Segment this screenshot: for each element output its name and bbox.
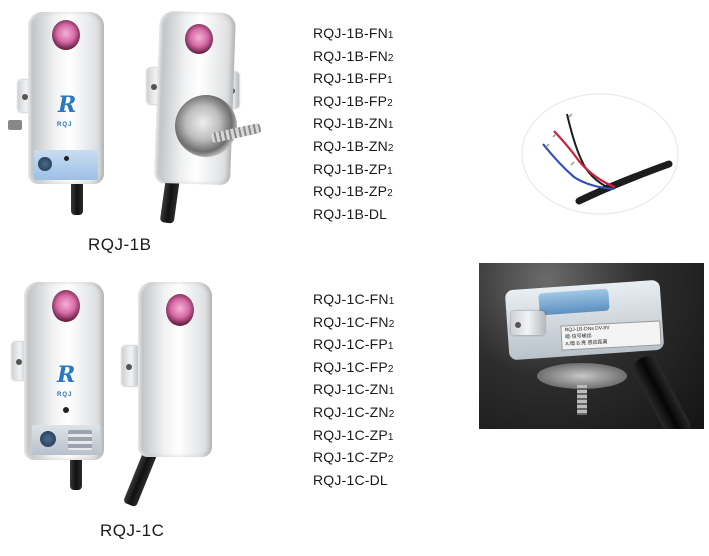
adjust-dial [40,431,56,447]
model-item: RQJ-1C-DL [313,469,394,492]
model-item: RQJ-1C-ZN2 [313,401,394,424]
adjust-dial [38,157,52,171]
model-item: RQJ-1B-ZN2 [313,135,394,158]
wire-harness-illustration [521,93,679,215]
mounting-bracket [511,311,545,335]
model-code: RQJ-1C-ZP [313,449,388,466]
model-code: RQJ-1C-FP [313,358,388,375]
model-code: RQJ-1C-FP [313,336,388,353]
wire-harness-photo [519,89,681,219]
logo-text: RQJ [57,392,73,398]
model-variant-number: 1 [387,120,394,132]
model-code: RQJ-1B-FN [313,47,388,64]
model-variant-number: 2 [388,408,395,420]
model-variant-number: 2 [387,454,394,466]
model-code: RQJ-1B-DL [313,205,388,222]
model-code: RQJ-1C-DL [313,471,388,488]
sensor-eye [166,294,194,326]
threaded-stud [577,385,587,415]
mounting-bracket [122,346,140,386]
model-variant-number: 2 [387,142,394,154]
model-item: RQJ-1C-ZP2 [313,446,394,469]
model-code: RQJ-1B-ZN [313,137,388,154]
model-variant-number: 2 [388,318,395,330]
model-item: RQJ-1B-FN2 [313,45,394,68]
model-variant-number: 2 [387,97,393,109]
model-item: RQJ-1C-FP1 [313,333,394,356]
indicator-led [63,407,69,413]
model-item: RQJ-1B-DL [313,203,394,226]
product-photo-rqj-1c-front: R RQJ [8,280,118,490]
model-variant-number: 1 [387,75,393,87]
model-code: RQJ-1C-ZN [313,381,389,398]
model-variant-number: 1 [388,386,395,398]
spec-label: RQJ-1B-DNs DV-8V 暗·信号输出 A:暗 B:亮 感应距离 [560,320,662,351]
logo-mark: R [58,92,77,118]
model-code: RQJ-1B-FN [313,25,388,41]
sensor-eye [185,24,213,54]
model-variant-number: 2 [387,363,394,375]
mounting-disk [175,95,237,157]
rear-bolt [8,120,22,130]
model-item: RQJ-1C-ZN1 [313,378,394,401]
model-item: RQJ-1C-FN1 [313,288,394,311]
logo-mark: R [57,362,76,388]
model-variant-number: 1 [387,165,393,177]
model-variant-number: 1 [387,30,394,41]
product-photo-rqj-1b-side [145,10,270,224]
model-variant-number: 1 [388,296,395,307]
sensor-eye [52,290,80,322]
product-photo-rqj-1b-front: R RQJ [8,10,118,215]
terminal-block [68,430,92,450]
model-code: RQJ-1C-FN [313,313,389,330]
model-item: RQJ-1B-ZP2 [313,180,394,203]
model-code: RQJ-1B-FP [313,70,388,87]
model-code: RQJ-1B-FP [313,92,388,109]
logo-text: RQJ [57,122,73,128]
model-variant-number: 2 [387,188,393,200]
model-item: RQJ-1C-FP2 [313,356,394,379]
model-item: RQJ-1B-ZP1 [313,158,394,181]
model-code: RQJ-1C-FN [313,291,389,307]
cable [70,450,82,490]
model-variant-number: 1 [387,341,394,353]
sensor-eye [52,20,80,50]
model-code: RQJ-1B-ZP [313,160,388,177]
model-code: RQJ-1C-ZP [313,426,388,443]
model-item: RQJ-1C-ZP1 [313,424,394,447]
caption-rqj-1c: RQJ-1C [100,521,165,540]
model-variant-number: 2 [387,52,394,64]
model-item: RQJ-1C-FN2 [313,311,394,334]
model-item: RQJ-1B-FN1 [313,22,394,45]
installed-sensor-photo: RQJ-1B-DNs DV-8V 暗·信号输出 A:暗 B:亮 感应距离 [479,263,704,429]
product-photo-rqj-1c-side [120,280,230,510]
indicator-led [64,156,69,161]
model-item: RQJ-1B-FP2 [313,90,394,113]
model-variant-number: 1 [387,431,394,443]
model-code: RQJ-1B-ZN [313,115,388,132]
model-item: RQJ-1B-FP1 [313,67,394,90]
cable [629,352,695,429]
model-code: RQJ-1C-ZN [313,403,389,420]
caption-rqj-1b: RQJ-1B [88,235,152,254]
mount-base [537,363,627,389]
model-item: RQJ-1B-ZN1 [313,112,394,135]
model-code: RQJ-1B-ZP [313,183,388,200]
